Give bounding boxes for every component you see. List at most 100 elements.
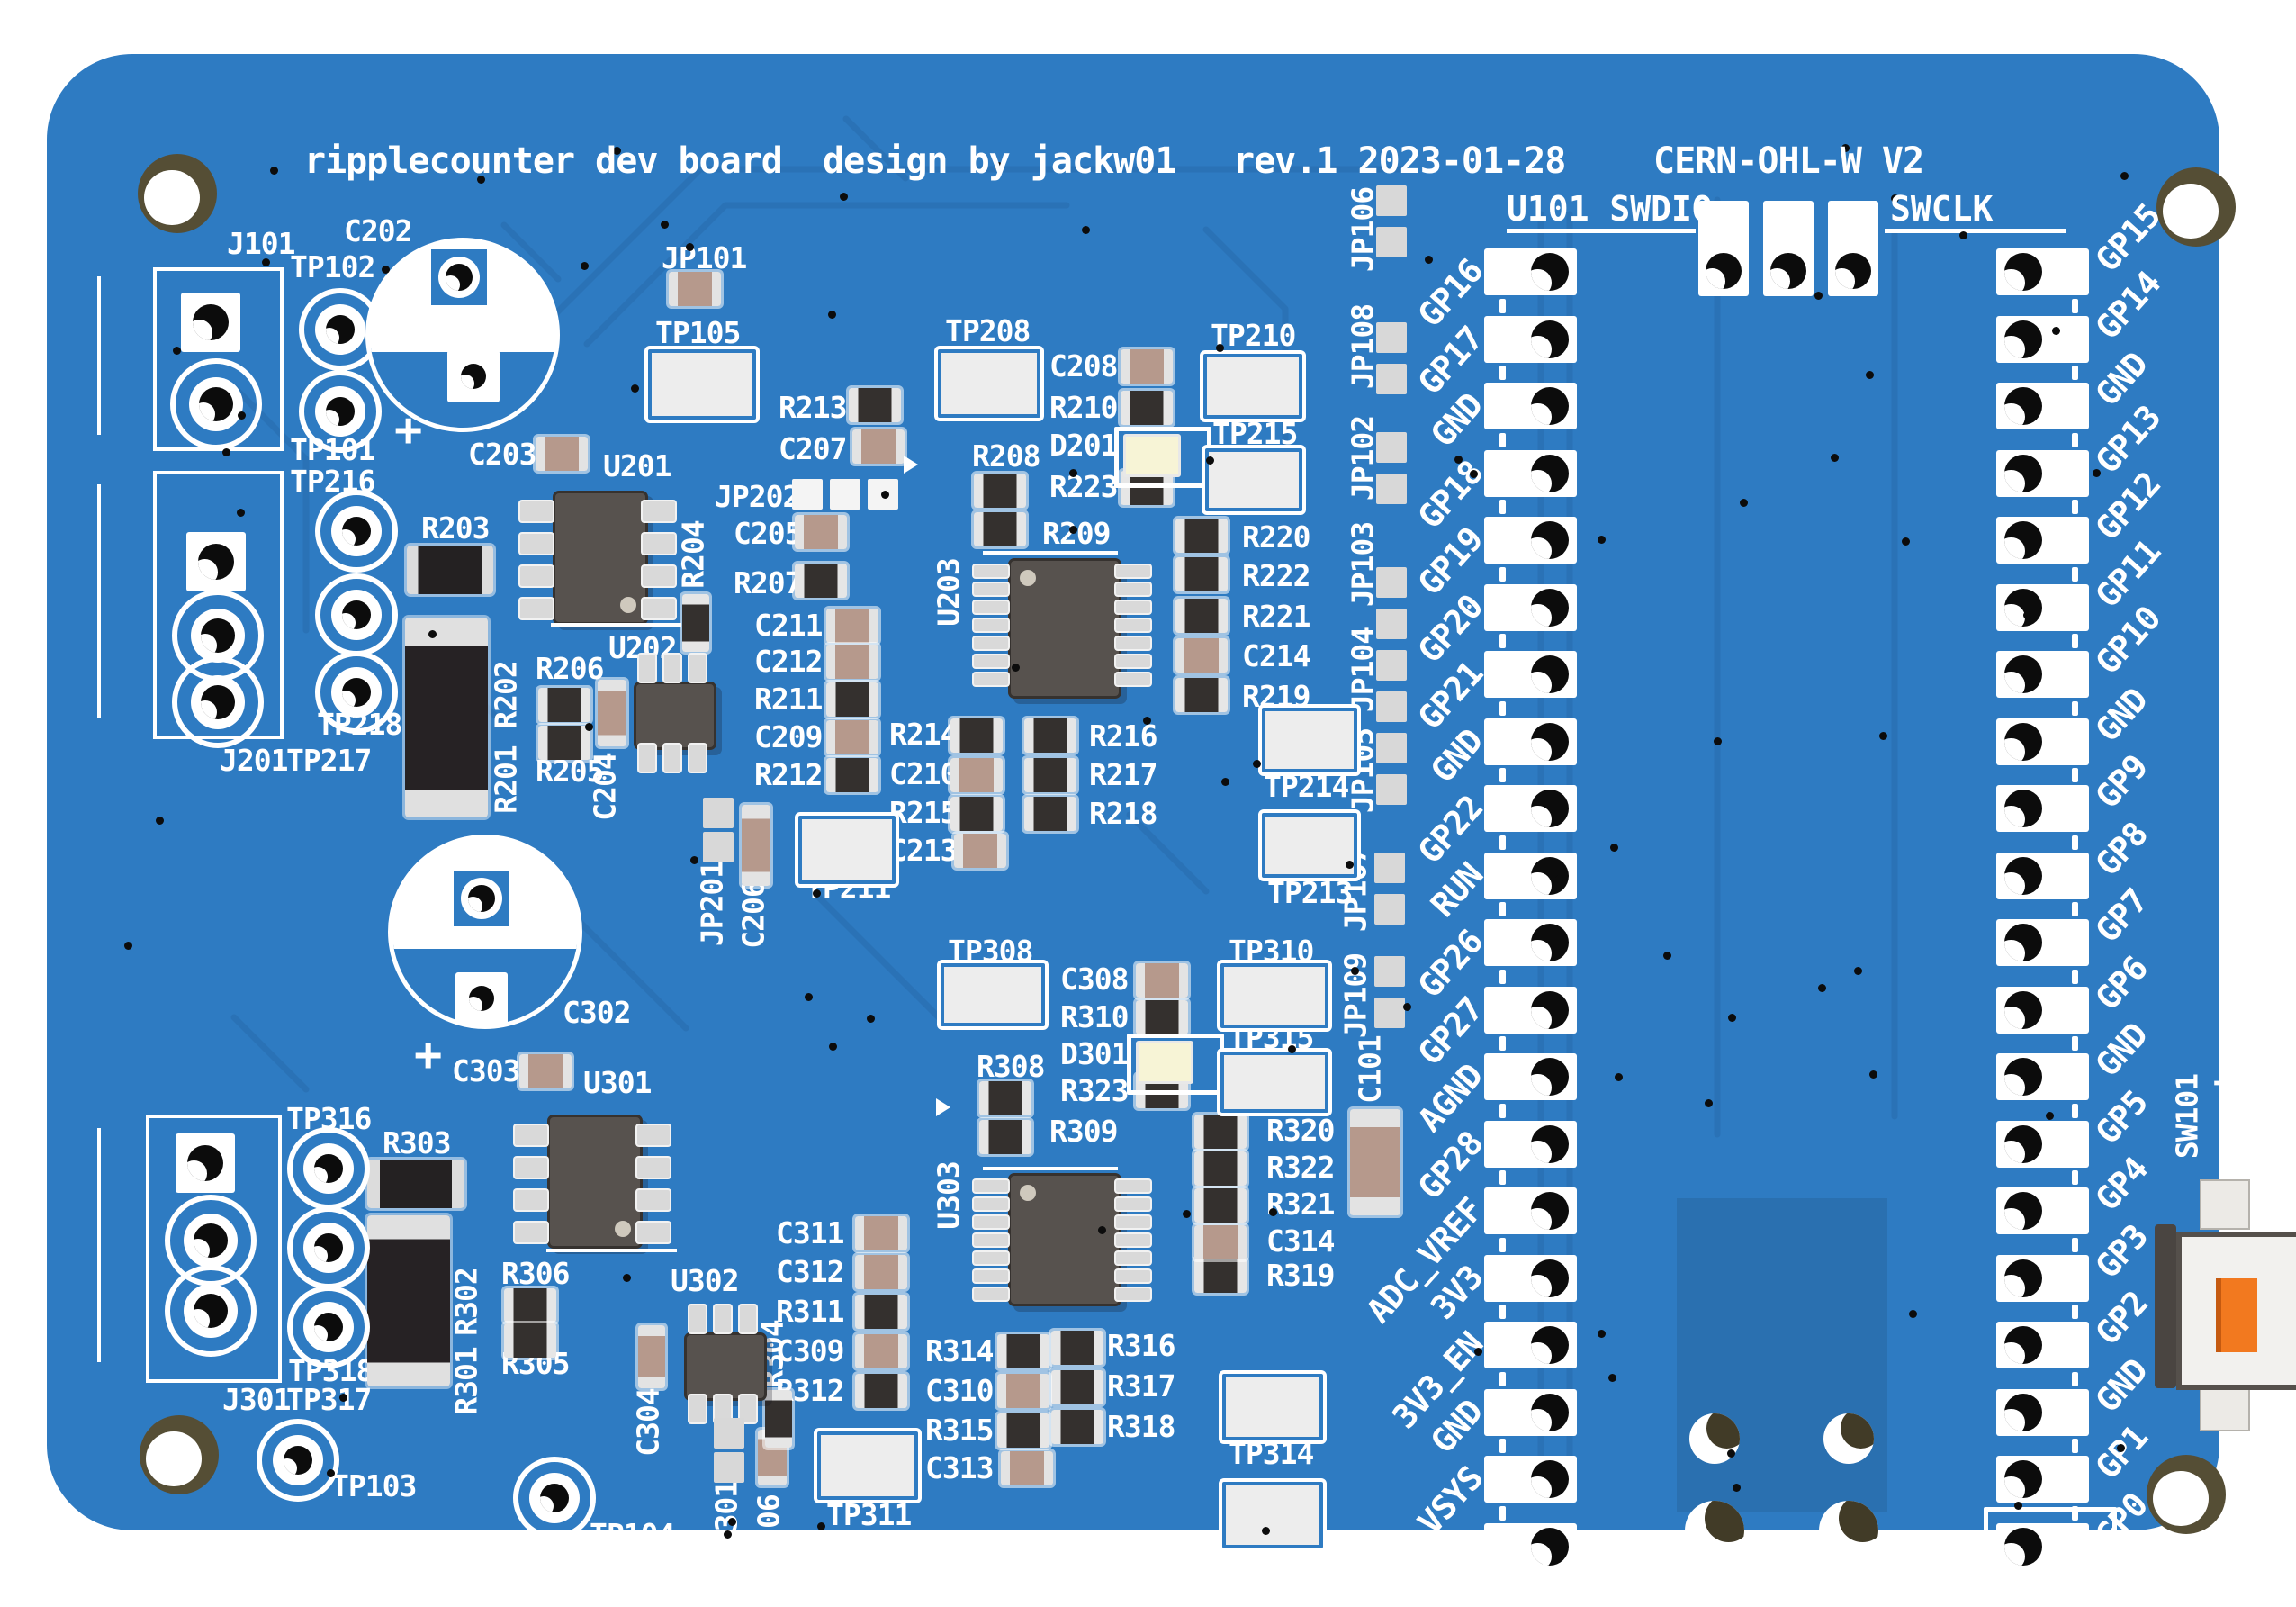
ic-pin — [974, 619, 1008, 631]
jumper-pad-jp109 — [1374, 956, 1405, 987]
via-dot — [994, 162, 1003, 171]
jumper-pad-jp107 — [1374, 894, 1405, 925]
connector-hole-j301 — [187, 1145, 223, 1181]
module-outline-dash — [1499, 1371, 1506, 1386]
ic-pin — [974, 1180, 1008, 1192]
silk-label-c212: C212 — [754, 644, 823, 679]
via-dot — [727, 1518, 736, 1527]
header-pad-hole-gp10 — [2004, 655, 2042, 693]
silk-label-r315: R315 — [925, 1413, 994, 1448]
ic-u301 — [547, 1115, 643, 1249]
ic-pin — [639, 655, 655, 682]
board-license: CERN-OHL-W V2 — [1653, 140, 1924, 182]
silk-label-tp105: TP105 — [655, 315, 741, 350]
module-outline-dash — [1499, 700, 1506, 716]
module-outline-dash — [1499, 969, 1506, 984]
ic-pin — [520, 534, 553, 554]
pin-label-left-vbus: VBUS — [1410, 1526, 1490, 1607]
silk-line — [1507, 229, 1696, 233]
capacitor-c207 — [852, 429, 905, 464]
via-dot — [381, 265, 390, 274]
via-dot — [1205, 456, 1214, 465]
diode-marker-icon — [904, 456, 918, 474]
module-outline-dash — [1499, 902, 1506, 916]
via-dot — [1182, 1209, 1191, 1218]
resistor-r317 — [1051, 1370, 1103, 1404]
resistor-block-r301r302 — [367, 1215, 450, 1386]
header-pad-hole-gp20 — [1531, 588, 1569, 627]
silk-label-c311: C311 — [776, 1215, 844, 1250]
testpoint-tp314 — [1219, 1370, 1327, 1444]
header-pad-hole-gp21 — [1531, 655, 1569, 693]
via-dot — [1269, 1208, 1278, 1217]
silk-label-tp210: TP210 — [1211, 318, 1296, 353]
via-dot — [237, 411, 246, 420]
silk-label-j201: J201 — [220, 743, 288, 778]
header-pad-hole-gp0 — [2004, 1527, 2042, 1566]
header-pad-hole-gp11 — [2004, 588, 2042, 627]
silk-label-r213: R213 — [779, 390, 847, 425]
silk-label-tp317: TP317 — [286, 1382, 372, 1417]
via-dot — [1830, 453, 1839, 462]
capacitor-c310 — [997, 1374, 1049, 1408]
testpoint-tp310 — [1217, 960, 1332, 1032]
resistor-r205 — [538, 726, 590, 760]
via-dot — [724, 1530, 733, 1539]
ic-pin — [643, 501, 675, 521]
jumper-pad-jp106 — [1376, 227, 1407, 257]
via-dot — [270, 167, 278, 176]
header-pad-hole-gp3 — [2004, 1259, 2042, 1297]
diode-marker-icon — [936, 1098, 950, 1116]
resistor-r306 — [504, 1288, 556, 1323]
silk-label-r207: R207 — [734, 565, 802, 600]
silk-label-r219: R219 — [1242, 679, 1310, 714]
via-dot — [2120, 172, 2129, 181]
silk-label-r323: R323 — [1060, 1073, 1129, 1108]
static-silkscreen-layer: ripplecounter dev board design by jackw0… — [47, 54, 2219, 1530]
via-dot — [1098, 1226, 1107, 1235]
silk-label-tp308: TP308 — [948, 934, 1033, 969]
capacitor-c312 — [855, 1255, 907, 1289]
testpoint-tp311 — [814, 1428, 922, 1503]
silk-label-j301: J301 — [222, 1382, 291, 1417]
via-dot — [1350, 966, 1359, 975]
via-dot — [261, 257, 270, 266]
ic-pin — [974, 673, 1008, 685]
header-pad-hole-gnd — [1531, 1393, 1569, 1431]
via-dot — [2092, 468, 2101, 477]
resistor-r213 — [849, 388, 901, 422]
silk-label-r314: R314 — [925, 1333, 994, 1368]
ic-pin — [1116, 1288, 1150, 1300]
ic-pin — [715, 1395, 731, 1422]
resistor-r212 — [826, 758, 878, 792]
testpoint-tp105 — [644, 346, 760, 423]
header-pad-hole-gp22 — [1531, 790, 1569, 827]
module-outline-dash — [2072, 634, 2078, 648]
silk-label-r223: R223 — [1049, 469, 1118, 504]
silk-label-c205: C205 — [734, 516, 802, 551]
resistor-r308 — [979, 1081, 1031, 1115]
silk-label-tp314: TP314 — [1229, 1436, 1314, 1471]
via-dot — [1068, 525, 1077, 534]
ic-pin — [1116, 565, 1150, 577]
via-dot — [839, 193, 848, 202]
silk-label-c312: C312 — [776, 1254, 844, 1289]
silk-label-jp202: JP202 — [715, 479, 800, 514]
ic-pin — [974, 601, 1008, 613]
resistor-r315 — [997, 1413, 1049, 1448]
module-outline-dash — [1499, 634, 1506, 648]
ic-pin — [643, 534, 675, 554]
ic-pin — [974, 655, 1008, 667]
silk-label-jp101: JP101 — [662, 240, 747, 275]
jumper-pad-jp105 — [1376, 733, 1407, 763]
silk-outline-gp0-pin1 — [1984, 1507, 2117, 1590]
header-pad-hole-gnd — [2004, 722, 2042, 761]
capacitor-hole — [469, 986, 494, 1011]
module-hole — [1823, 1413, 1874, 1464]
silk-label-r203: R203 — [421, 510, 490, 546]
header-pad-hole-gp6 — [2004, 990, 2042, 1029]
swd-pad-hole — [1835, 253, 1871, 289]
silk-label-tp102: TP102 — [290, 249, 375, 284]
ic-pin — [1116, 1180, 1150, 1192]
testpoint-tp315 — [1217, 1048, 1332, 1116]
